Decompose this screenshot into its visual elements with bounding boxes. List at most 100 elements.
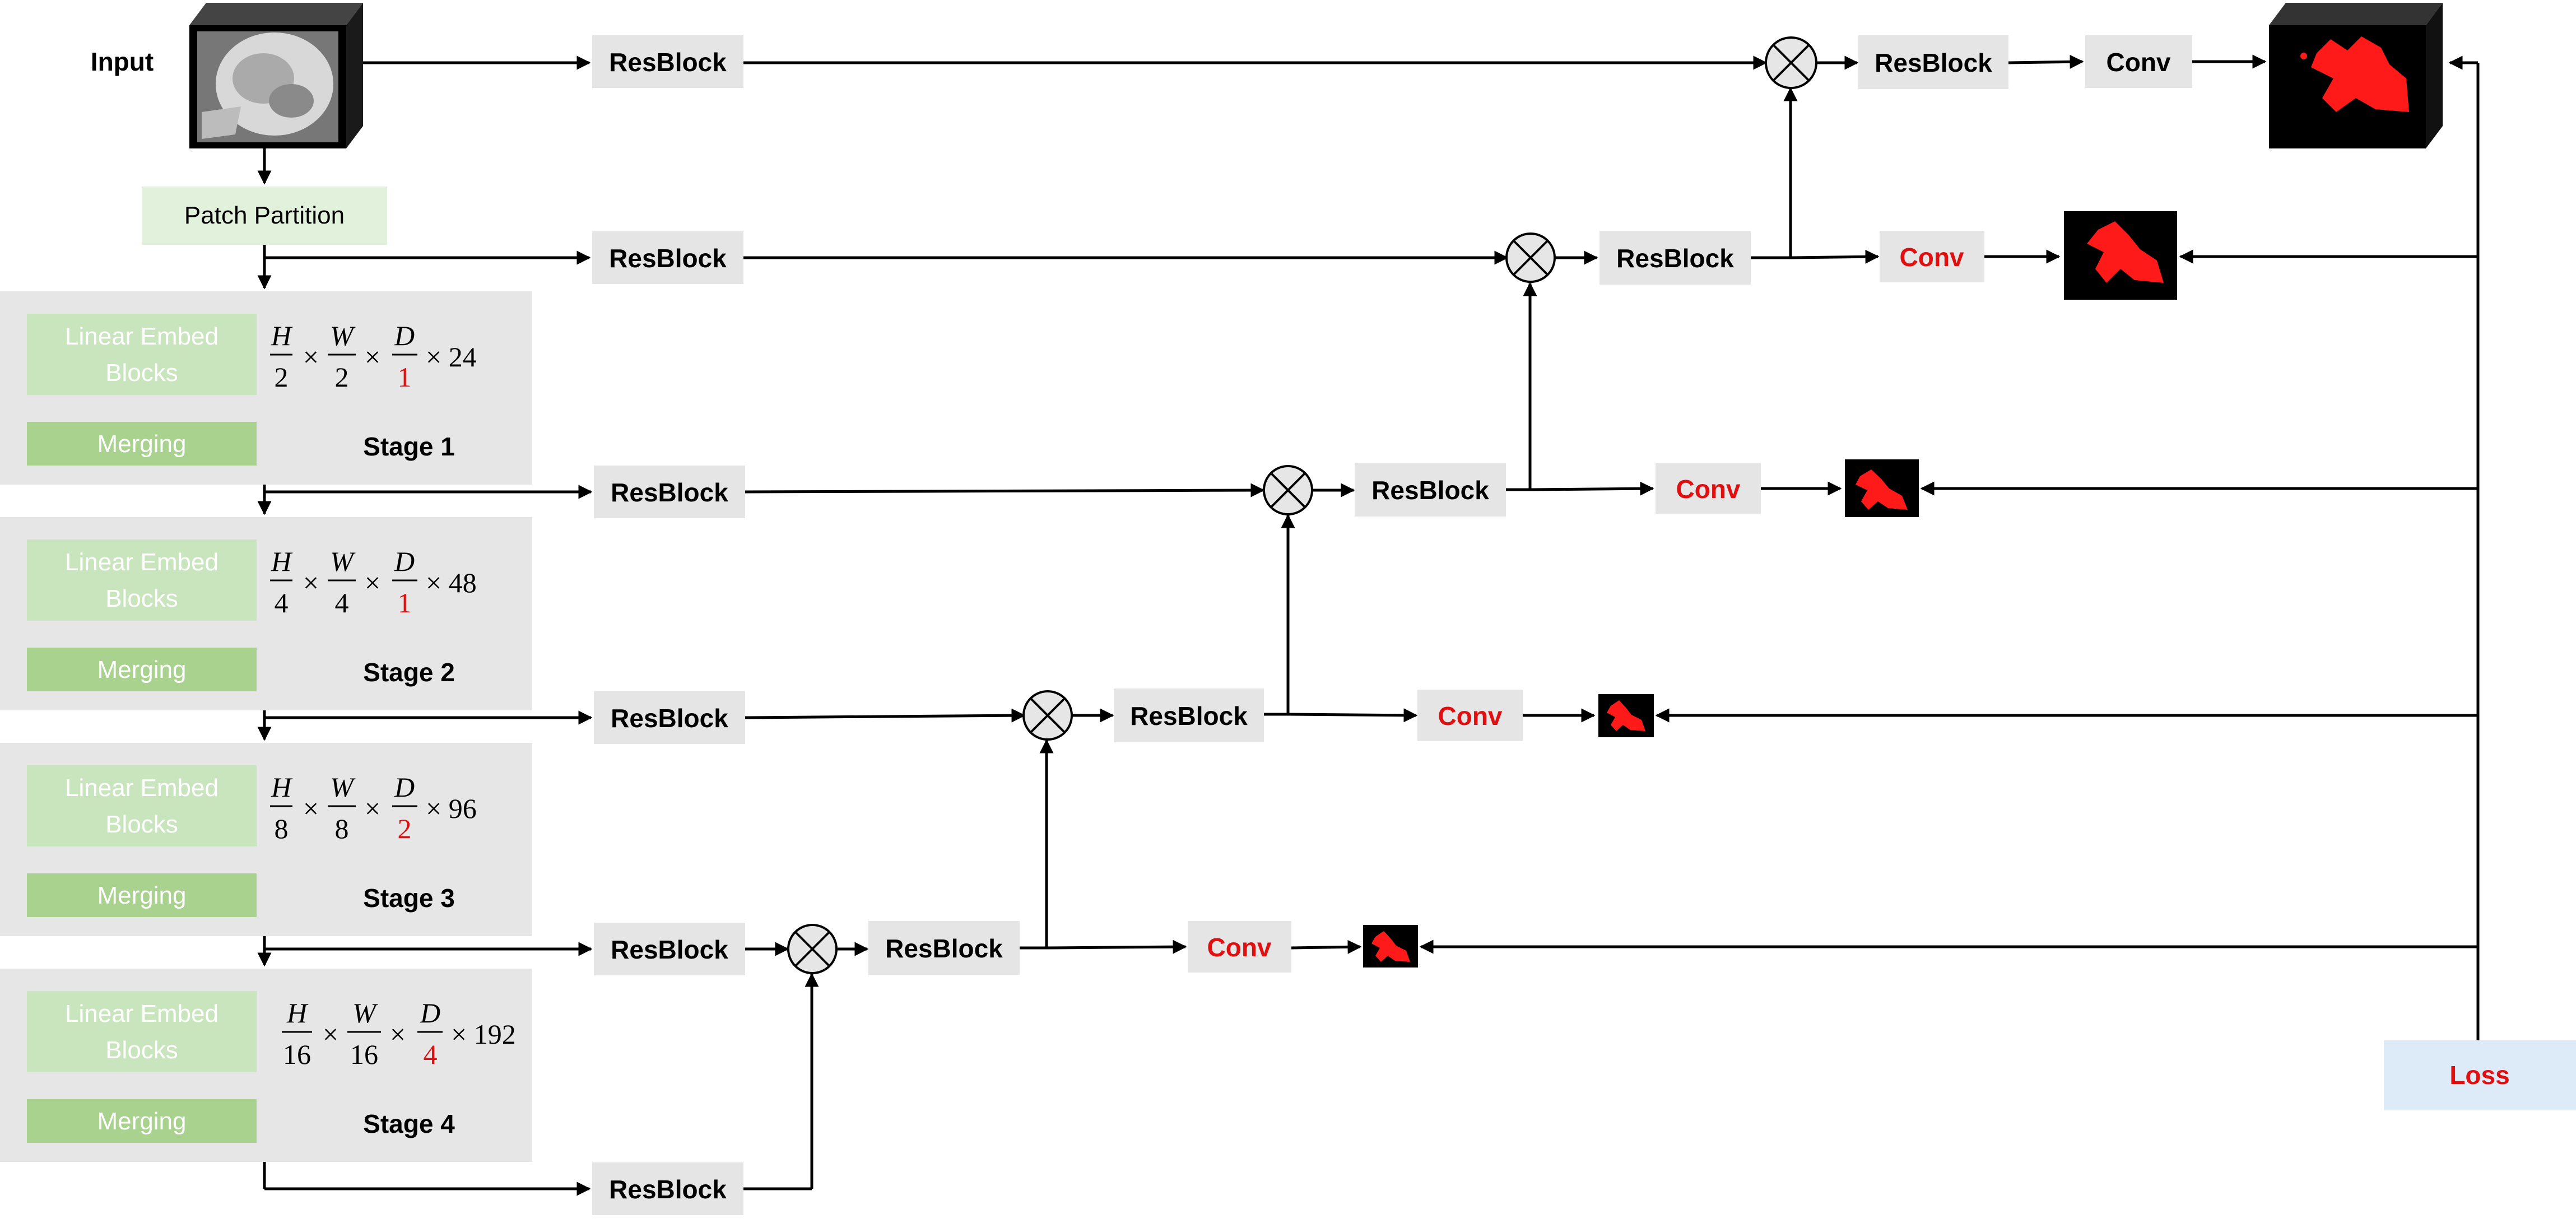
merging-box: [27, 873, 257, 917]
svg-text:H: H: [286, 997, 309, 1029]
input-volume-image: [189, 3, 363, 148]
segmentation-output-4: [1363, 925, 1418, 967]
stage-2: Linear Embed Blocks Merging Stage 2 H 4 …: [0, 517, 532, 710]
skip-resblock-2: ResBlock: [592, 231, 743, 284]
stage-name: Stage 4: [363, 1109, 455, 1138]
svg-text:W: W: [330, 320, 356, 351]
svg-text:×: ×: [303, 793, 319, 824]
stage-dimension-formula: H 16 × W 16 × D 4 × 192: [282, 997, 516, 1070]
embed-label-line1: Linear Embed: [65, 1000, 218, 1027]
svg-text:2: 2: [398, 813, 412, 844]
svg-text:×: ×: [365, 567, 380, 598]
svg-text:H: H: [271, 771, 293, 803]
svg-text:ResBlock: ResBlock: [1616, 244, 1734, 273]
svg-text:D: D: [420, 997, 440, 1029]
svg-text:1: 1: [398, 587, 412, 618]
skip-resblock-4: ResBlock: [594, 691, 745, 744]
multiply-node: [1022, 690, 1073, 741]
linear-embed-box: [27, 991, 257, 1072]
multiply-node: [787, 924, 838, 974]
svg-text:×: ×: [323, 1018, 338, 1050]
merging-label: Merging: [97, 882, 187, 909]
svg-text:16: 16: [283, 1039, 311, 1070]
svg-text:D: D: [394, 320, 415, 351]
svg-text:Conv: Conv: [2107, 48, 2171, 77]
svg-text:2: 2: [275, 361, 289, 393]
stage-dimension-formula: H 8 × W 8 × D 2 × 96: [270, 771, 477, 844]
svg-text:× 48: × 48: [426, 567, 477, 598]
embed-label-line2: Blocks: [105, 811, 178, 838]
svg-text:Conv: Conv: [1676, 475, 1741, 504]
stage-name: Stage 1: [363, 432, 455, 461]
svg-text:× 192: × 192: [451, 1018, 516, 1050]
conv-deep-supervision-3: Conv: [1417, 690, 1523, 741]
decoder-resblock-1: ResBlock: [1858, 35, 2008, 89]
svg-text:× 24: × 24: [426, 341, 477, 373]
decoder-resblock-3: ResBlock: [1355, 463, 1506, 517]
svg-text:ResBlock: ResBlock: [611, 704, 728, 733]
linear-embed-box: [27, 314, 257, 395]
stage-3: Linear Embed Blocks Merging Stage 3 H 8 …: [0, 743, 532, 936]
linear-embed-box: [27, 765, 257, 846]
stage-4: Linear Embed Blocks Merging Stage 4 H 16…: [0, 969, 532, 1162]
embed-label-line2: Blocks: [105, 359, 178, 387]
svg-text:Conv: Conv: [1438, 701, 1503, 731]
decoder-resblock-5: ResBlock: [868, 921, 1020, 975]
input-label: Input: [91, 47, 154, 76]
svg-text:ResBlock: ResBlock: [609, 48, 727, 77]
loss-box: [2384, 1040, 2576, 1110]
svg-text:ResBlock: ResBlock: [1130, 701, 1248, 731]
conv-final: Conv: [2085, 35, 2192, 88]
decoder-connectors: [743, 54, 2480, 1190]
conv-deep-supervision-1: Conv: [1880, 231, 1984, 282]
svg-text:4: 4: [424, 1039, 438, 1070]
segmentation-output-2: [1845, 459, 1919, 517]
svg-text:ResBlock: ResBlock: [609, 244, 727, 273]
merging-label: Merging: [97, 430, 187, 458]
svg-text:Conv: Conv: [1900, 243, 1964, 272]
embed-label-line1: Linear Embed: [65, 774, 218, 802]
svg-text:2: 2: [335, 361, 349, 393]
svg-text:1: 1: [398, 361, 412, 393]
svg-text:ResBlock: ResBlock: [611, 935, 728, 964]
stage-1: Linear Embed Blocks Merging Stage 1 H 2 …: [0, 291, 532, 485]
stage-dimension-formula: H 2 × W 2 × D 1 × 24: [270, 320, 477, 393]
embed-label-line2: Blocks: [105, 585, 178, 612]
svg-text:D: D: [394, 771, 415, 803]
conv-deep-supervision-2: Conv: [1656, 463, 1761, 514]
patch-partition-box: [142, 187, 387, 245]
skip-resblock-5: ResBlock: [594, 923, 745, 975]
merging-label: Merging: [97, 656, 187, 683]
svg-text:4: 4: [335, 587, 349, 618]
output-volume-image: [2269, 3, 2443, 148]
svg-text:W: W: [330, 771, 356, 803]
decoder-resblock-4: ResBlock: [1114, 689, 1264, 742]
svg-text:ResBlock: ResBlock: [611, 478, 728, 507]
svg-text:4: 4: [275, 587, 289, 618]
skip-resblock-3: ResBlock: [594, 466, 745, 518]
merging-box: [27, 422, 257, 466]
merging-box: [27, 1099, 257, 1143]
svg-text:ResBlock: ResBlock: [609, 1175, 727, 1204]
svg-text:×: ×: [365, 793, 380, 824]
svg-text:ResBlock: ResBlock: [1371, 476, 1489, 505]
svg-text:8: 8: [275, 813, 289, 844]
embed-label-line1: Linear Embed: [65, 323, 218, 350]
svg-text:W: W: [352, 997, 378, 1029]
segmentation-output-1: [2064, 211, 2177, 300]
svg-text:× 96: × 96: [426, 793, 477, 824]
patch-partition-label: Patch Partition: [184, 202, 345, 229]
multiply-node: [1263, 465, 1313, 515]
stage-name: Stage 3: [363, 883, 455, 913]
merging-label: Merging: [97, 1108, 187, 1135]
svg-text:16: 16: [350, 1039, 378, 1070]
merging-box: [27, 648, 257, 691]
svg-text:ResBlock: ResBlock: [1875, 48, 1992, 77]
embed-label-line2: Blocks: [105, 1036, 178, 1064]
multiply-node: [1765, 36, 1817, 89]
loss-label: Loss: [2449, 1060, 2509, 1090]
conv-deep-supervision-4: Conv: [1188, 921, 1291, 973]
svg-text:×: ×: [390, 1018, 406, 1050]
svg-text:H: H: [271, 546, 293, 577]
